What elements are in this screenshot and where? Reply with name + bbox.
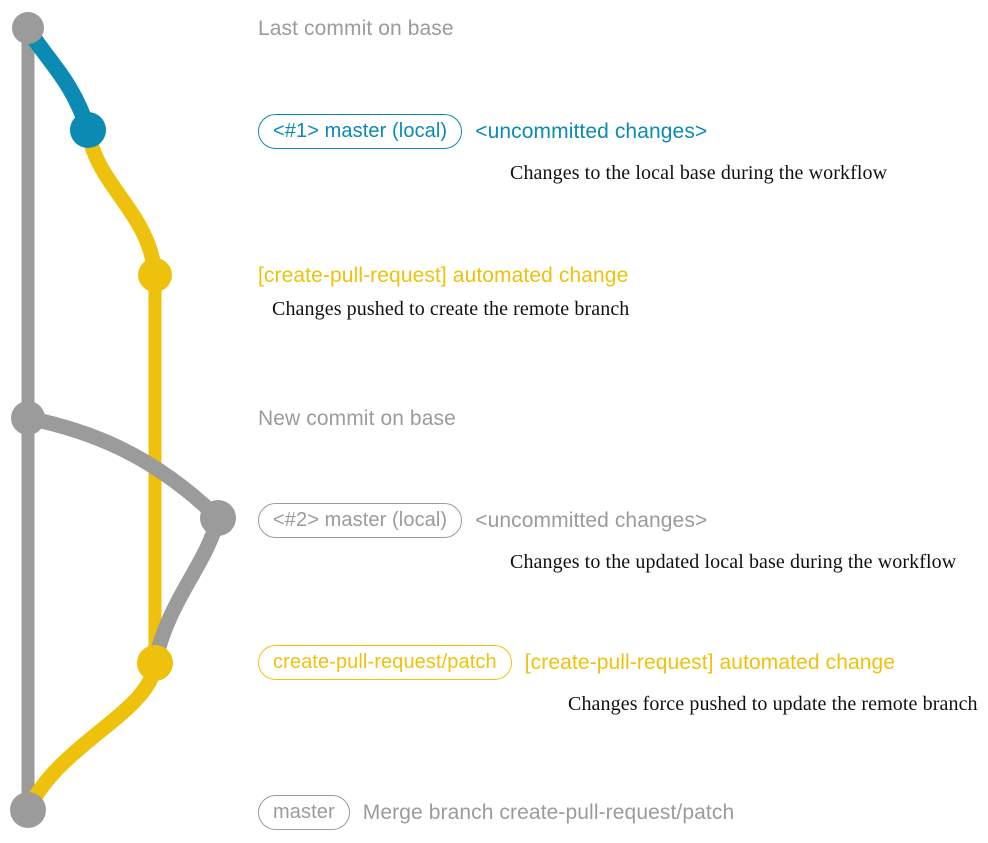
commit-subject: Merge branch create-pull-request/patch bbox=[362, 801, 735, 824]
commit-node-base-2[interactable] bbox=[11, 401, 45, 435]
commit-node-local-2[interactable] bbox=[200, 500, 236, 536]
commit-node-patch-2[interactable] bbox=[137, 645, 173, 681]
commit-node-local-1[interactable] bbox=[70, 112, 106, 148]
commit-subject: <uncommitted changes> bbox=[475, 509, 708, 532]
commit-node-merge[interactable] bbox=[10, 792, 46, 828]
branch-line-patch-upper bbox=[80, 122, 163, 283]
ref-badge-master-local-1[interactable]: <#1> master (local) bbox=[258, 114, 463, 149]
commit-node-patch-1[interactable] bbox=[138, 258, 172, 292]
row-local-uncommitted-1: <#1> master (local) <uncommitted changes… bbox=[258, 114, 887, 183]
commit-node-base-1[interactable] bbox=[12, 12, 44, 44]
commit-subject: [create-pull-request] automated change bbox=[258, 264, 629, 287]
row-automated-change-2: create-pull-request/patch [create-pull-r… bbox=[258, 645, 978, 714]
ref-badge-master[interactable]: master bbox=[258, 795, 350, 830]
commit-subject: <uncommitted changes> bbox=[475, 120, 708, 143]
commit-subject: [create-pull-request] automated change bbox=[524, 651, 896, 674]
commit-description: Changes to the updated local base during… bbox=[510, 551, 957, 573]
ref-badge-create-pull-request-patch[interactable]: create-pull-request/patch bbox=[258, 645, 512, 680]
row-local-uncommitted-2: <#2> master (local) <uncommitted changes… bbox=[258, 503, 956, 572]
commit-subject: Last commit on base bbox=[258, 17, 454, 40]
commit-description: Changes pushed to create the remote bran… bbox=[272, 298, 630, 320]
branch-line-local-2 bbox=[20, 410, 226, 526]
commit-subject: New commit on base bbox=[258, 407, 456, 430]
ref-badge-master-local-2[interactable]: <#2> master (local) bbox=[258, 503, 463, 538]
commit-description: Changes force pushed to update the remot… bbox=[568, 693, 978, 715]
row-automated-change-1: [create-pull-request] automated change C… bbox=[258, 265, 629, 319]
row-last-commit-on-base: Last commit on base bbox=[258, 18, 454, 39]
commit-description: Changes to the local base during the wor… bbox=[510, 162, 888, 184]
row-new-commit-on-base: New commit on base bbox=[258, 408, 456, 429]
row-merge-commit: master Merge branch create-pull-request/… bbox=[258, 795, 734, 830]
